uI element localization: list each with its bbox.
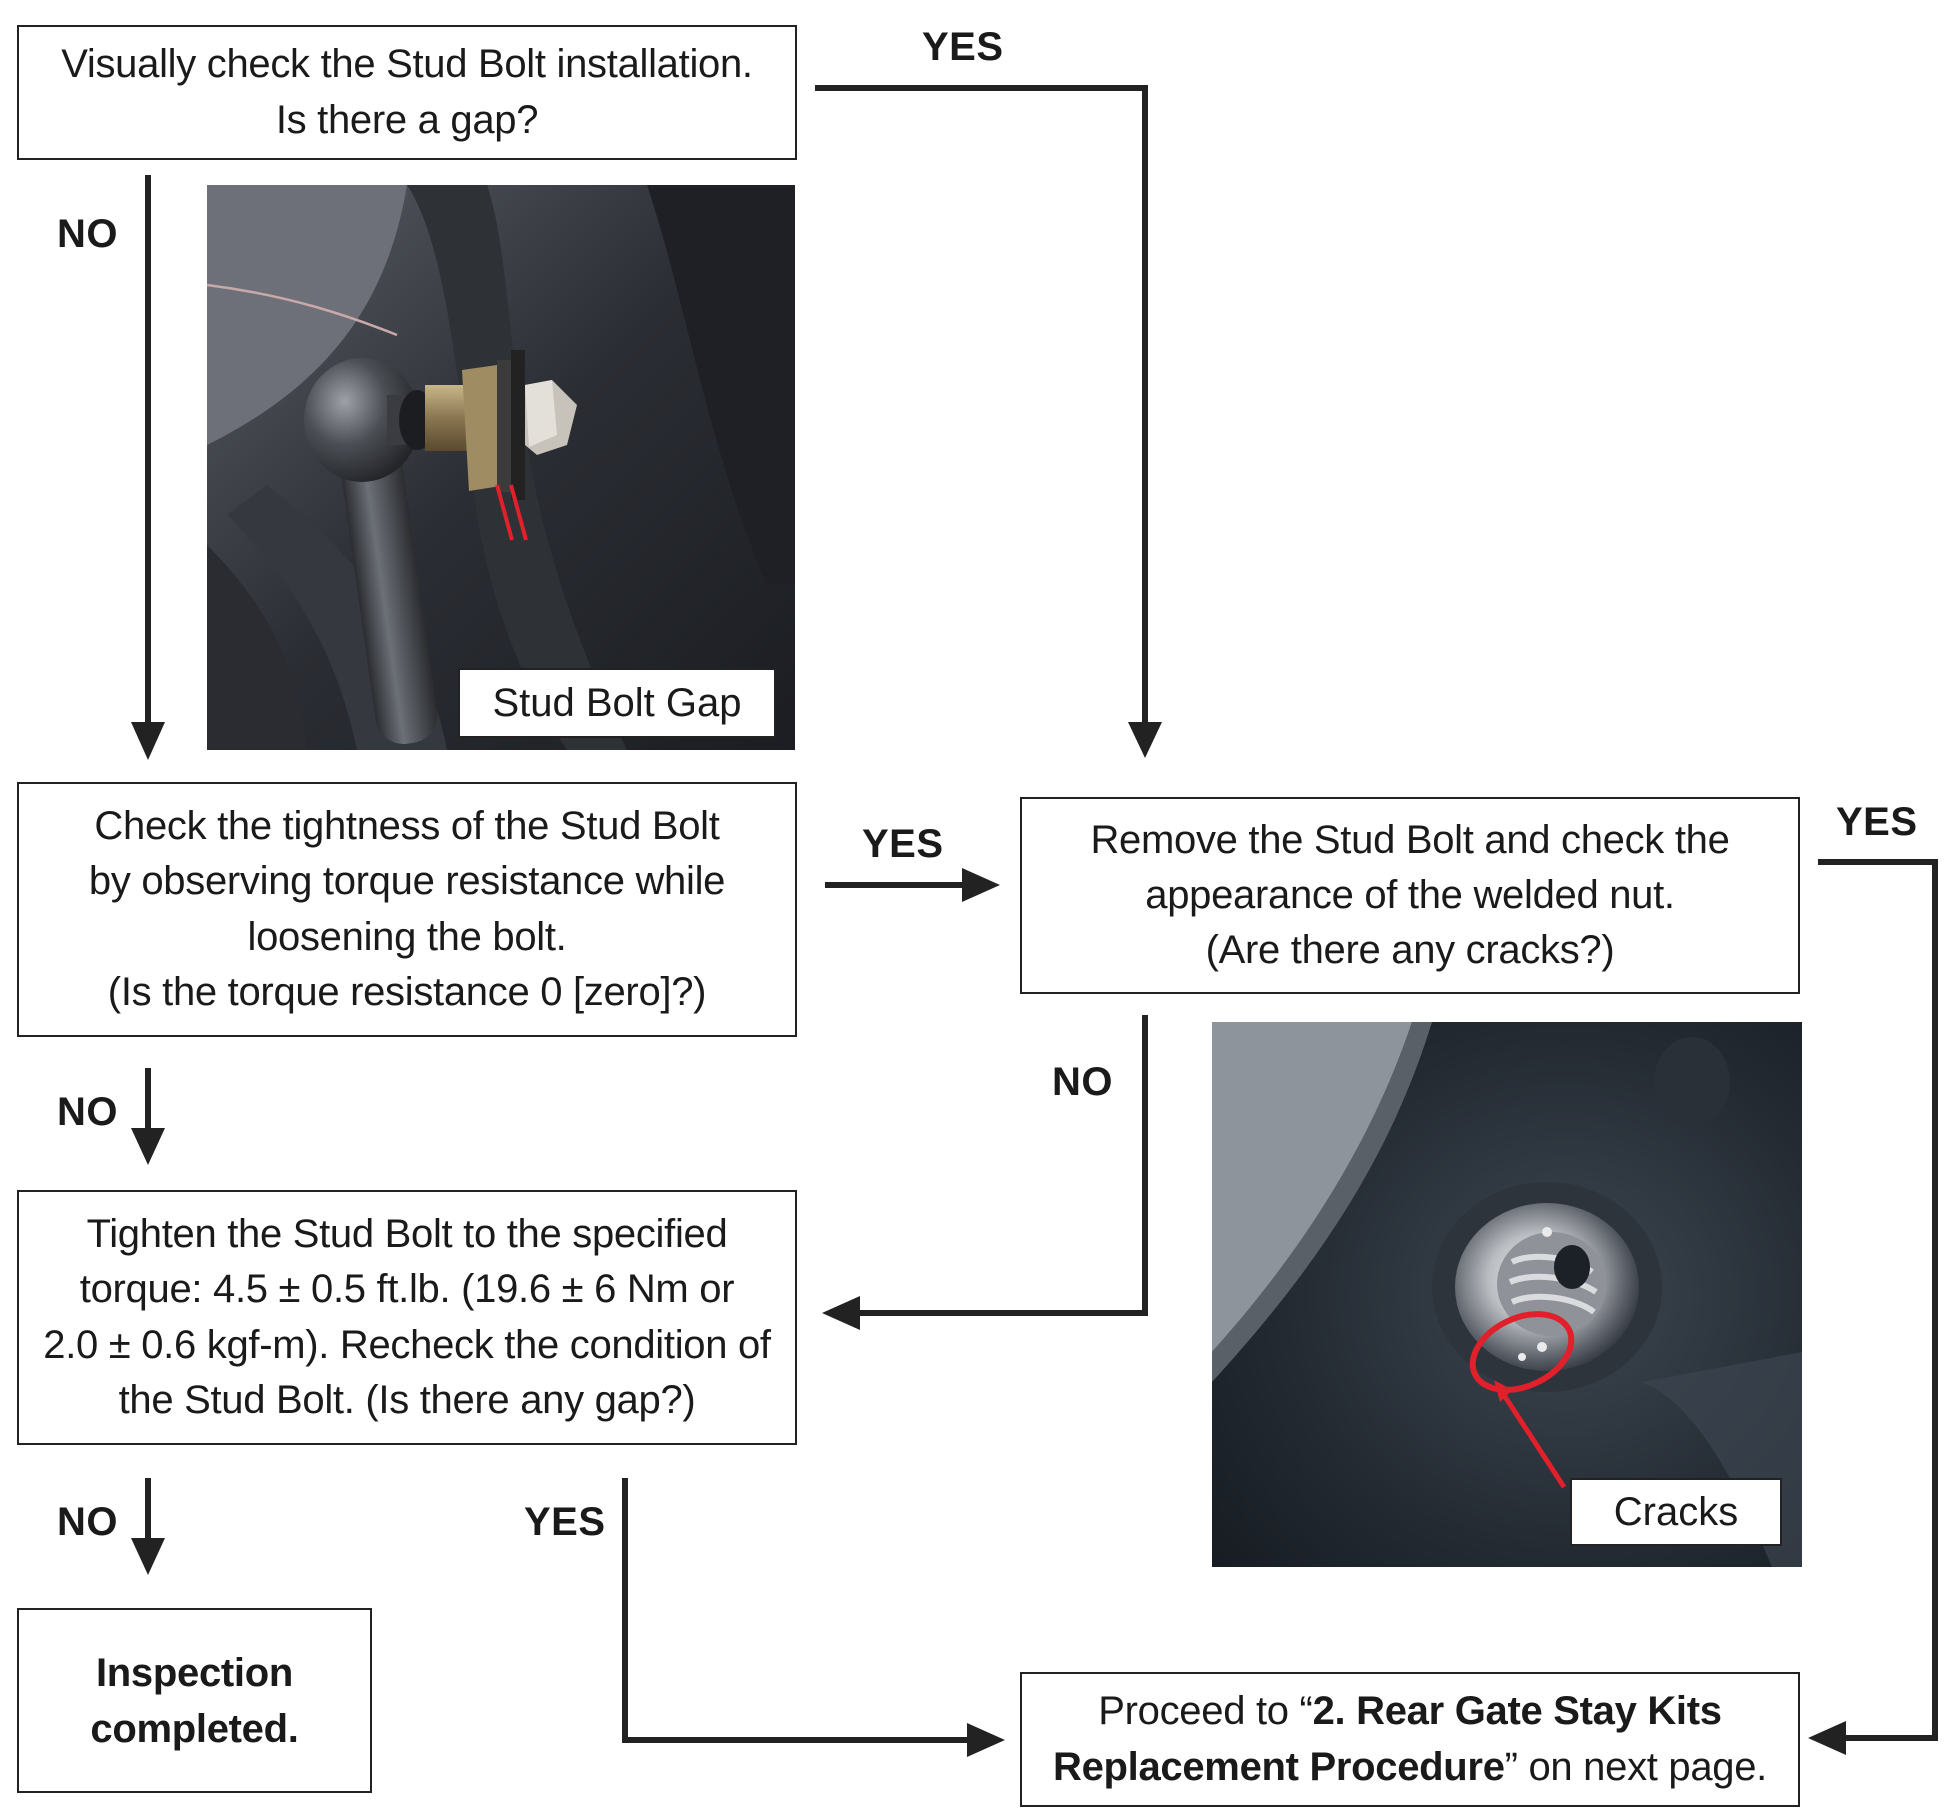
arrowhead-remove-yes [1808, 1721, 1846, 1755]
step-text: Inspection [95, 1650, 294, 1695]
arrowhead-visual-yes [1128, 722, 1162, 758]
cracks-caption: Cracks [1570, 1478, 1782, 1546]
stud-bolt-gap-caption: Stud Bolt Gap [458, 668, 776, 738]
label-no-tighten: NO [57, 1500, 118, 1544]
step-text: by observing torque resistance while [88, 859, 726, 904]
arrowhead-tighten-no [131, 1538, 165, 1575]
step-text: loosening the bolt. [247, 914, 567, 959]
step-text: (Is the torque resistance 0 [zero]?) [107, 969, 707, 1014]
arrowhead-tightness-no [131, 1128, 165, 1165]
step-text-prefix: Proceed to “ [1098, 1689, 1313, 1734]
label-no-remove: NO [1052, 1060, 1113, 1104]
step-text: (Are there any cracks?) [1205, 928, 1615, 973]
step-text: Proceed to “2. Rear Gate Stay Kits [1098, 1684, 1722, 1739]
label-no-tightness: NO [57, 1090, 118, 1134]
step-text: Is there a gap? [275, 97, 539, 142]
arrowhead-tighten-yes [967, 1723, 1005, 1757]
step-text: Check the tightness of the Stud Bolt [94, 804, 720, 849]
step-inspection-completed: Inspection completed. [17, 1608, 372, 1793]
step-text: Replacement Procedure” on next page. [1053, 1740, 1767, 1795]
step-text: Tighten the Stud Bolt to the specified [86, 1212, 728, 1257]
step-text: the Stud Bolt. (Is there any gap?) [118, 1377, 696, 1422]
stud-bolt-gap-image [207, 185, 795, 750]
step-proceed: Proceed to “2. Rear Gate Stay Kits Repla… [1020, 1672, 1800, 1807]
step-visual-check: Visually check the Stud Bolt installatio… [17, 25, 797, 160]
stud-bolt-gap-photo [207, 185, 795, 750]
cracks-photo [1212, 1022, 1802, 1567]
cracks-image [1212, 1022, 1802, 1567]
step-text: Remove the Stud Bolt and check the [1090, 817, 1730, 862]
step-text: 2.0 ± 0.6 kgf-m). Recheck the condition … [43, 1322, 771, 1367]
label-yes-tighten: YES [524, 1500, 606, 1544]
step-remove-check: Remove the Stud Bolt and check the appea… [1020, 797, 1800, 994]
label-yes-remove: YES [1836, 800, 1918, 844]
step-text: Visually check the Stud Bolt installatio… [61, 42, 753, 87]
label-yes-tightness: YES [862, 822, 944, 866]
arrowhead-visual-no [131, 722, 165, 760]
step-text-suffix: ” on next page. [1504, 1744, 1768, 1789]
step-text: appearance of the welded nut. [1145, 872, 1675, 917]
label-no-visual: NO [57, 212, 118, 256]
arrowhead-tightness-yes [962, 868, 1000, 902]
step-text-bold: Replacement Procedure [1052, 1744, 1505, 1789]
step-tightness-check: Check the tightness of the Stud Bolt by … [17, 782, 797, 1037]
step-text-bold: 2. Rear Gate Stay Kits [1312, 1689, 1722, 1734]
arrow-visual-yes [815, 85, 1148, 735]
arrow-remove-no [840, 1015, 1148, 1316]
arrowhead-remove-no [822, 1296, 860, 1330]
step-tighten: Tighten the Stud Bolt to the specified t… [17, 1190, 797, 1445]
step-text: torque: 4.5 ± 0.5 ft.lb. (19.6 ± 6 Nm or [79, 1267, 735, 1312]
step-text: completed. [90, 1706, 299, 1751]
label-yes-visual: YES [922, 25, 1004, 69]
arrow-tighten-yes [622, 1478, 980, 1743]
arrow-remove-yes [1818, 859, 1938, 1741]
